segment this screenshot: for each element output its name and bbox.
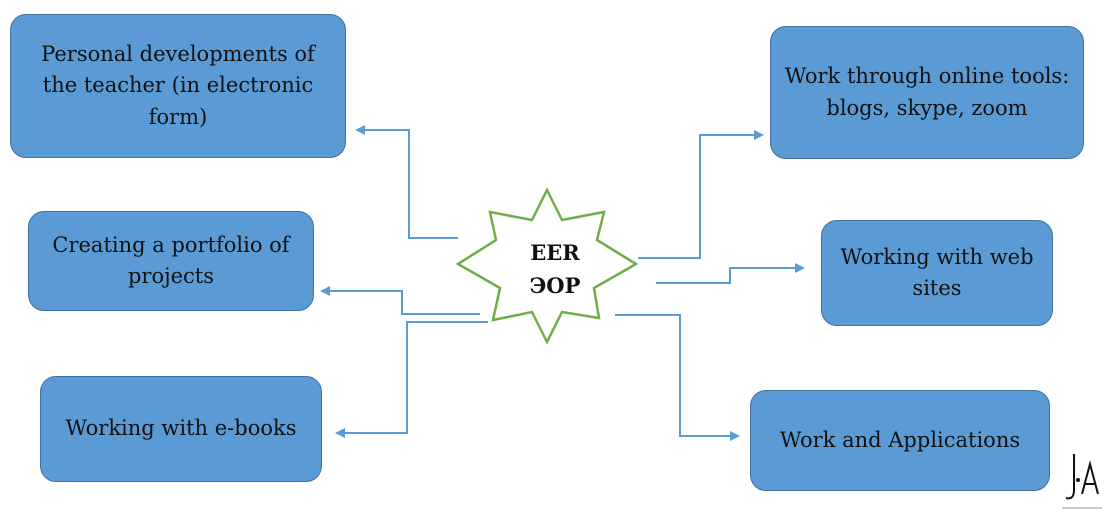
center-star-shape [455, 187, 639, 345]
node-personal-developments: Personal developments of the teacher (in… [10, 14, 346, 158]
connector-applications [615, 314, 740, 441]
connector-web-sites [656, 263, 805, 284]
connector-personal-developments [355, 125, 458, 239]
journal-logo [1062, 454, 1102, 509]
node-portfolio: Creating a portfolio of projects [28, 211, 314, 311]
node-web-sites: Working with web sites [821, 220, 1053, 326]
center-label-line2: ЭОР [529, 272, 581, 298]
center-label: EER ЭОР [495, 237, 615, 302]
node-ebooks: Working with e-books [40, 376, 322, 482]
connector-online-tools [638, 130, 764, 259]
node-online-tools: Work through online tools: blogs, skype,… [770, 26, 1084, 159]
connector-portfolio [320, 286, 480, 315]
node-applications: Work and Applications [750, 390, 1050, 491]
center-label-line1: EER [530, 240, 580, 265]
connector-ebooks [335, 321, 488, 438]
